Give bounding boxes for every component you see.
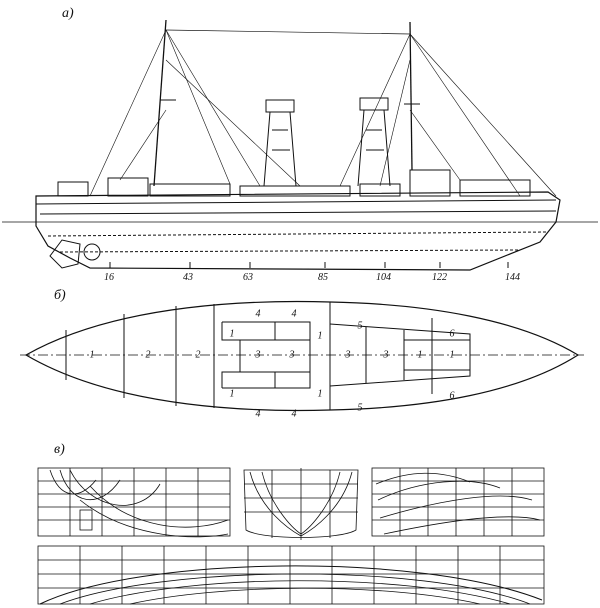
compartment-number: 2 [145, 349, 151, 361]
frame-number: 85 [318, 272, 328, 283]
compartment-number: 5 [357, 402, 363, 414]
compartment-number: 4 [291, 408, 297, 420]
frame-number: 144 [505, 272, 520, 283]
fore-sheer-grid [371, 467, 545, 537]
body-plan [243, 468, 359, 540]
compartment-number: 1 [229, 388, 235, 400]
compartment-number: 4 [255, 408, 261, 420]
compartment-number: 4 [291, 308, 297, 320]
compartment-number: 5 [357, 320, 363, 332]
frame-number: 43 [183, 272, 193, 283]
frame-number: 16 [104, 272, 114, 283]
compartment-number: 6 [449, 390, 455, 402]
lines-view-label: в) [54, 442, 65, 457]
plan-view-label: б) [54, 288, 66, 303]
compartment-number: 1 [317, 388, 323, 400]
compartment-number: 3 [383, 349, 389, 361]
frame-number: 63 [243, 272, 253, 283]
compartment-number: 1 [417, 349, 423, 361]
compartment-number: 1 [317, 330, 323, 342]
compartment-number: 3 [345, 349, 351, 361]
aft-sheer-grid [37, 467, 231, 538]
compartment-number: 4 [255, 308, 261, 320]
compartment-number: 1 [229, 328, 235, 340]
compartment-number: 1 [449, 349, 455, 361]
profile-view-label: а) [62, 6, 74, 21]
compartment-number: 6 [449, 328, 455, 340]
frame-number: 104 [376, 272, 391, 283]
compartment-number: 2 [195, 349, 201, 361]
compartment-number: 1 [89, 349, 95, 361]
half-breadth-plan [37, 545, 545, 605]
compartment-number: 3 [255, 349, 261, 361]
compartment-number: 3 [289, 349, 295, 361]
frame-number: 122 [432, 272, 447, 283]
